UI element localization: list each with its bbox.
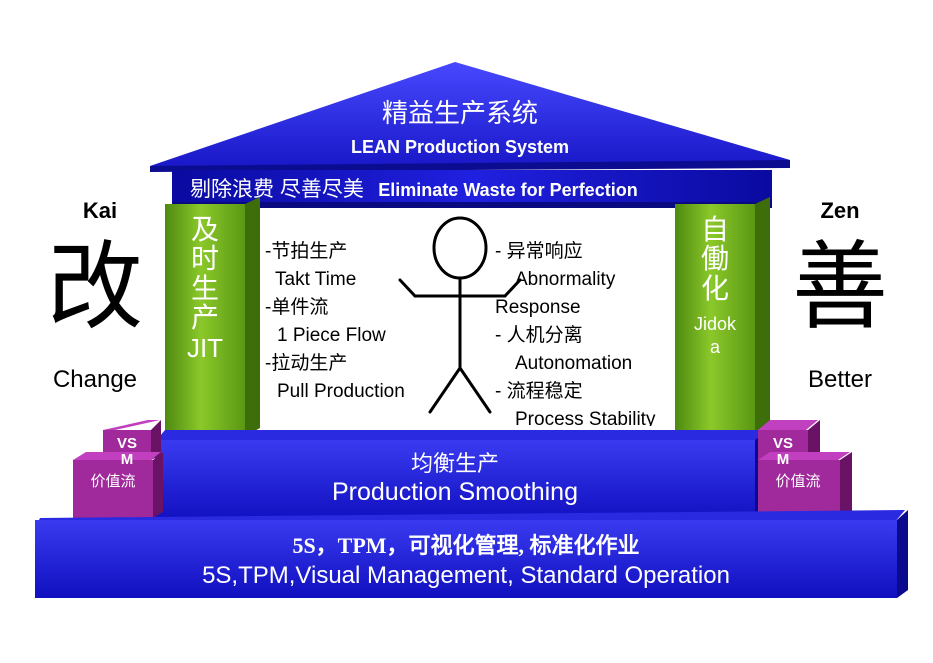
foundation-text-en: 5S,TPM,Visual Management, Standard Opera… bbox=[202, 562, 730, 589]
list-item: - 人机分离 bbox=[495, 325, 583, 346]
left-pillar bbox=[165, 204, 245, 436]
smoothing-text-cn: 均衡生产 bbox=[410, 451, 499, 476]
right-pillar bbox=[675, 204, 755, 436]
roof-title-cn: 精益生产系统 bbox=[381, 98, 538, 128]
left-pillar-char: 及 bbox=[190, 214, 219, 245]
vsm-line: VS bbox=[772, 435, 793, 452]
left-pillar-side bbox=[245, 197, 260, 436]
stick-figure-icon bbox=[398, 216, 522, 414]
left-pillar-char: 时 bbox=[190, 243, 219, 275]
list-item: -节拍生产 bbox=[265, 241, 348, 262]
list-item: Response bbox=[495, 297, 581, 318]
roof-title-en: LEAN Production System bbox=[350, 137, 570, 157]
right-pillar-char: 働 bbox=[700, 243, 729, 275]
jit-label: JIT bbox=[186, 332, 224, 363]
list-item: Takt Time bbox=[275, 269, 357, 290]
vsm-line: M bbox=[776, 451, 790, 468]
vsm-left-block bbox=[73, 420, 163, 518]
vsm-left-cn: 价值流 bbox=[90, 473, 136, 490]
foundation-text-cn: 5S，TPM，可视化管理, 标准化作业 bbox=[292, 533, 640, 558]
smoothing-text-en: Production Smoothing bbox=[332, 478, 578, 506]
smoothing-block bbox=[155, 440, 755, 522]
beam bbox=[172, 170, 772, 204]
list-item: -拉动生产 bbox=[265, 353, 348, 374]
roof-edge bbox=[150, 160, 790, 172]
list-item: - 异常响应 bbox=[495, 241, 583, 262]
zen-meaning: Better bbox=[807, 366, 873, 393]
beam-label: 剔除浪费 尽善尽美 Eliminate Waste for Perfection bbox=[190, 173, 770, 203]
beam-text-cn: 剔除浪费 尽善尽美 bbox=[190, 178, 364, 201]
right-pillar-label: 自 働 化 Jidok a bbox=[675, 215, 755, 357]
left-pillar-char: 产 bbox=[190, 302, 219, 334]
zen-word: Zen bbox=[820, 198, 860, 223]
foundation-side bbox=[897, 510, 908, 598]
foundation bbox=[35, 520, 897, 598]
kai-char: 改 bbox=[47, 231, 143, 343]
kai-word: Kai bbox=[82, 198, 118, 223]
left-pillar-label: 及 时 生 产 JIT bbox=[165, 215, 245, 362]
vsm-left-label: VS M bbox=[103, 436, 151, 468]
list-item: - 流程稳定 bbox=[495, 381, 583, 402]
list-item: -单件流 bbox=[265, 297, 329, 318]
left-pillar-char: 生 bbox=[190, 272, 219, 304]
beam-shadow bbox=[172, 202, 772, 208]
jit-items: -节拍生产 Takt Time -单件流 1 Piece Flow -拉动生产 … bbox=[265, 238, 405, 406]
jidoka-items: - 异常响应 Abnormality Response - 人机分离 Auton… bbox=[495, 238, 675, 426]
list-item: Autonomation bbox=[515, 353, 633, 374]
vsm-right-cn: 价值流 bbox=[775, 473, 821, 490]
right-pillar-char: 化 bbox=[700, 272, 729, 304]
vsm-right-block bbox=[758, 420, 852, 518]
beam-text-en: Eliminate Waste for Perfection bbox=[378, 180, 638, 200]
roof bbox=[150, 62, 790, 168]
right-pillar-side bbox=[755, 197, 770, 436]
list-item: 1 Piece Flow bbox=[277, 325, 386, 346]
jidoka-label-2: a bbox=[709, 337, 720, 358]
list-item: Process Stability bbox=[515, 409, 656, 426]
list-item: Abnormality bbox=[515, 269, 616, 290]
smoothing-top bbox=[155, 430, 768, 442]
vsm-line: VS bbox=[116, 435, 137, 452]
kai-meaning: Change bbox=[52, 366, 138, 393]
vsm-line: M bbox=[120, 451, 134, 468]
jidoka-label-1: Jidok bbox=[693, 314, 737, 335]
vsm-right-label: VS M bbox=[758, 436, 808, 468]
list-item: Pull Production bbox=[277, 381, 405, 402]
zen-char: 善 bbox=[792, 231, 888, 343]
right-pillar-char: 自 bbox=[700, 214, 729, 245]
